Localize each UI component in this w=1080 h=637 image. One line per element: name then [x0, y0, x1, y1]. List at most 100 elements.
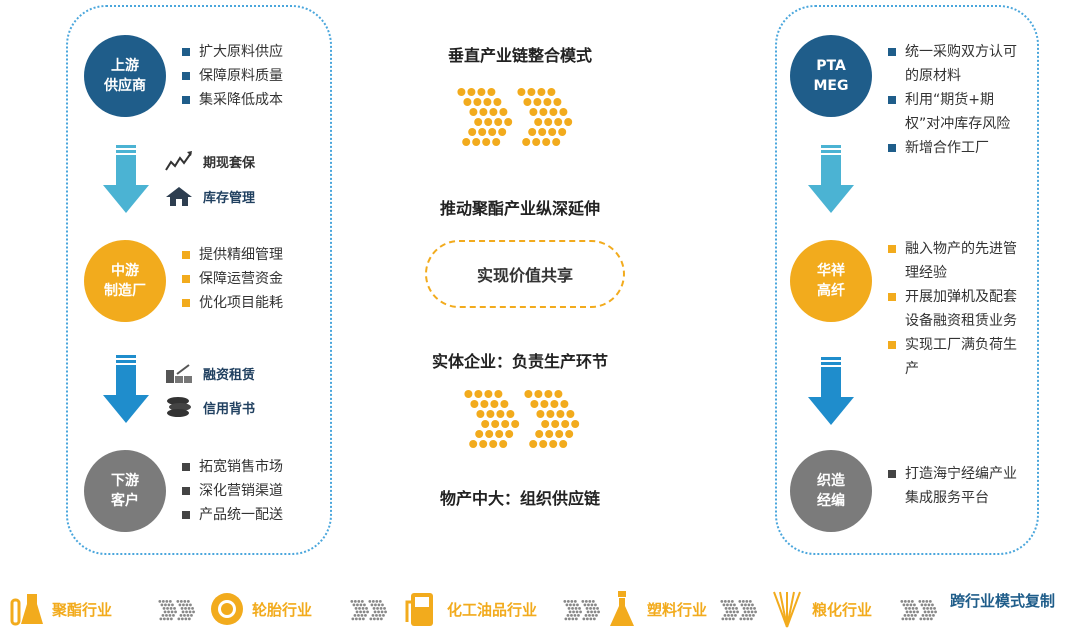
dotted-chevron-icon: [457, 88, 573, 146]
chevron-dot: [933, 607, 936, 610]
chevron-dot: [591, 614, 595, 617]
bullet: 开展加弹机及配套设备融资租赁业务: [905, 289, 1017, 329]
bullet: 保障运营资金: [199, 271, 283, 287]
chevron-dot: [584, 600, 588, 603]
chevron-dot: [379, 607, 383, 610]
chevron-dot: [166, 607, 169, 610]
bullet: 产品统一配送: [199, 507, 283, 523]
chevron-dot: [549, 440, 558, 448]
flask-icon: [10, 594, 43, 626]
chevron-dot: [567, 607, 571, 610]
chevron-dot: [754, 610, 757, 614]
chevron-dot: [554, 118, 563, 126]
label: 库存管理: [203, 190, 256, 206]
chevron-dot: [171, 603, 174, 607]
chevron-dot: [506, 410, 515, 418]
bullet: 实现工厂满负荷生产: [905, 337, 1017, 377]
chevron-dot: [748, 614, 752, 617]
chevron-dot: [569, 603, 572, 607]
chevron-dot: [491, 420, 500, 428]
chevron-dot: [489, 440, 498, 448]
coins-icon: [167, 397, 191, 417]
entity-text: 实体企业：负责生产环节: [431, 352, 608, 371]
chevron-dot: [494, 390, 503, 398]
label: 轮胎行业: [252, 600, 313, 619]
chevron-dot: [486, 410, 495, 418]
chevron-dot: [747, 610, 750, 614]
chevron-dot: [728, 607, 731, 610]
chevron-dot: [362, 610, 366, 614]
chevron-dot: [927, 610, 930, 614]
fuel-pump-icon: [405, 593, 433, 626]
chevron-dot: [191, 607, 194, 610]
chevron-dot: [731, 607, 735, 610]
chevron-dot: [185, 603, 189, 607]
chevron-dot: [363, 603, 366, 607]
gray-chevron-icon: [720, 600, 757, 621]
chevron-dot: [357, 614, 360, 617]
chevron-dot: [371, 600, 375, 603]
chevron-dot: [588, 600, 592, 603]
chevron-dot: [541, 420, 550, 428]
center-subtitle: 推动聚酯产业纵深延伸: [439, 199, 600, 218]
chevron-dot: [901, 617, 905, 621]
chevron-dot: [482, 138, 491, 146]
chevron-dot: [575, 610, 579, 614]
chevron-dot: [571, 617, 575, 621]
inventory-management: 库存管理: [165, 185, 255, 207]
chevron-dot: [923, 610, 927, 614]
chevron-dot: [749, 607, 753, 610]
chevron-dot: [746, 607, 749, 610]
chevron-dot: [169, 617, 173, 621]
chevron-dot: [928, 614, 932, 617]
chevron-dot: [162, 607, 166, 610]
right-panel: [775, 5, 1039, 555]
chevron-dot: [730, 600, 734, 603]
chevron-dot: [587, 603, 590, 607]
chevron-dot: [910, 614, 914, 617]
down-arrow-icon: [808, 357, 854, 425]
chevron-dot: [743, 610, 747, 614]
chevron-dot: [551, 420, 560, 428]
chevron-dot: [565, 603, 569, 607]
label: 下游: [111, 473, 139, 489]
chevron-dot: [377, 603, 381, 607]
chevron-dot: [723, 600, 727, 603]
chevron-dot: [180, 607, 184, 610]
chevron-dot: [190, 614, 193, 617]
chevron-dot: [165, 600, 169, 603]
chevron-dot: [904, 617, 908, 621]
chevron-dot: [729, 610, 732, 614]
chevron-dot: [504, 118, 513, 126]
chevron-dot: [162, 617, 166, 621]
bullet: 融入物产的先进管理经验: [905, 241, 1017, 281]
chevron-dot: [566, 614, 570, 617]
chevron-dot: [174, 610, 177, 614]
chevron-dot: [594, 603, 597, 607]
chevron-dot: [170, 610, 174, 614]
chevron-dot: [181, 610, 185, 614]
label: 化工油品行业: [447, 600, 538, 619]
chevron-dot: [511, 420, 520, 428]
chevron-dot: [925, 600, 929, 603]
chevron-dot: [729, 603, 733, 607]
credit-endorsement: 信用背书: [165, 396, 255, 418]
chevron-dot: [501, 420, 510, 428]
chevron-dot: [723, 614, 727, 617]
chevron-dot: [733, 603, 736, 607]
chevron-dot: [358, 617, 362, 621]
label: 实现价值共享: [476, 266, 573, 285]
chevron-dot: [167, 610, 170, 614]
downstream-bullets: 拓宽销售市场 深化营销渠道 产品统一配送: [182, 455, 283, 527]
chevron-dot: [727, 600, 731, 603]
chevron-dot: [722, 603, 726, 607]
chevron-dot: [359, 603, 363, 607]
label: 供应商: [104, 78, 146, 94]
chevron-dot: [474, 118, 483, 126]
chevron-dot: [470, 400, 479, 408]
label: 制造厂: [104, 283, 146, 299]
chevron-dot: [907, 614, 910, 617]
chevron-dot: [350, 600, 354, 603]
chevron-dot: [746, 617, 750, 621]
chevron-dot: [186, 600, 190, 603]
